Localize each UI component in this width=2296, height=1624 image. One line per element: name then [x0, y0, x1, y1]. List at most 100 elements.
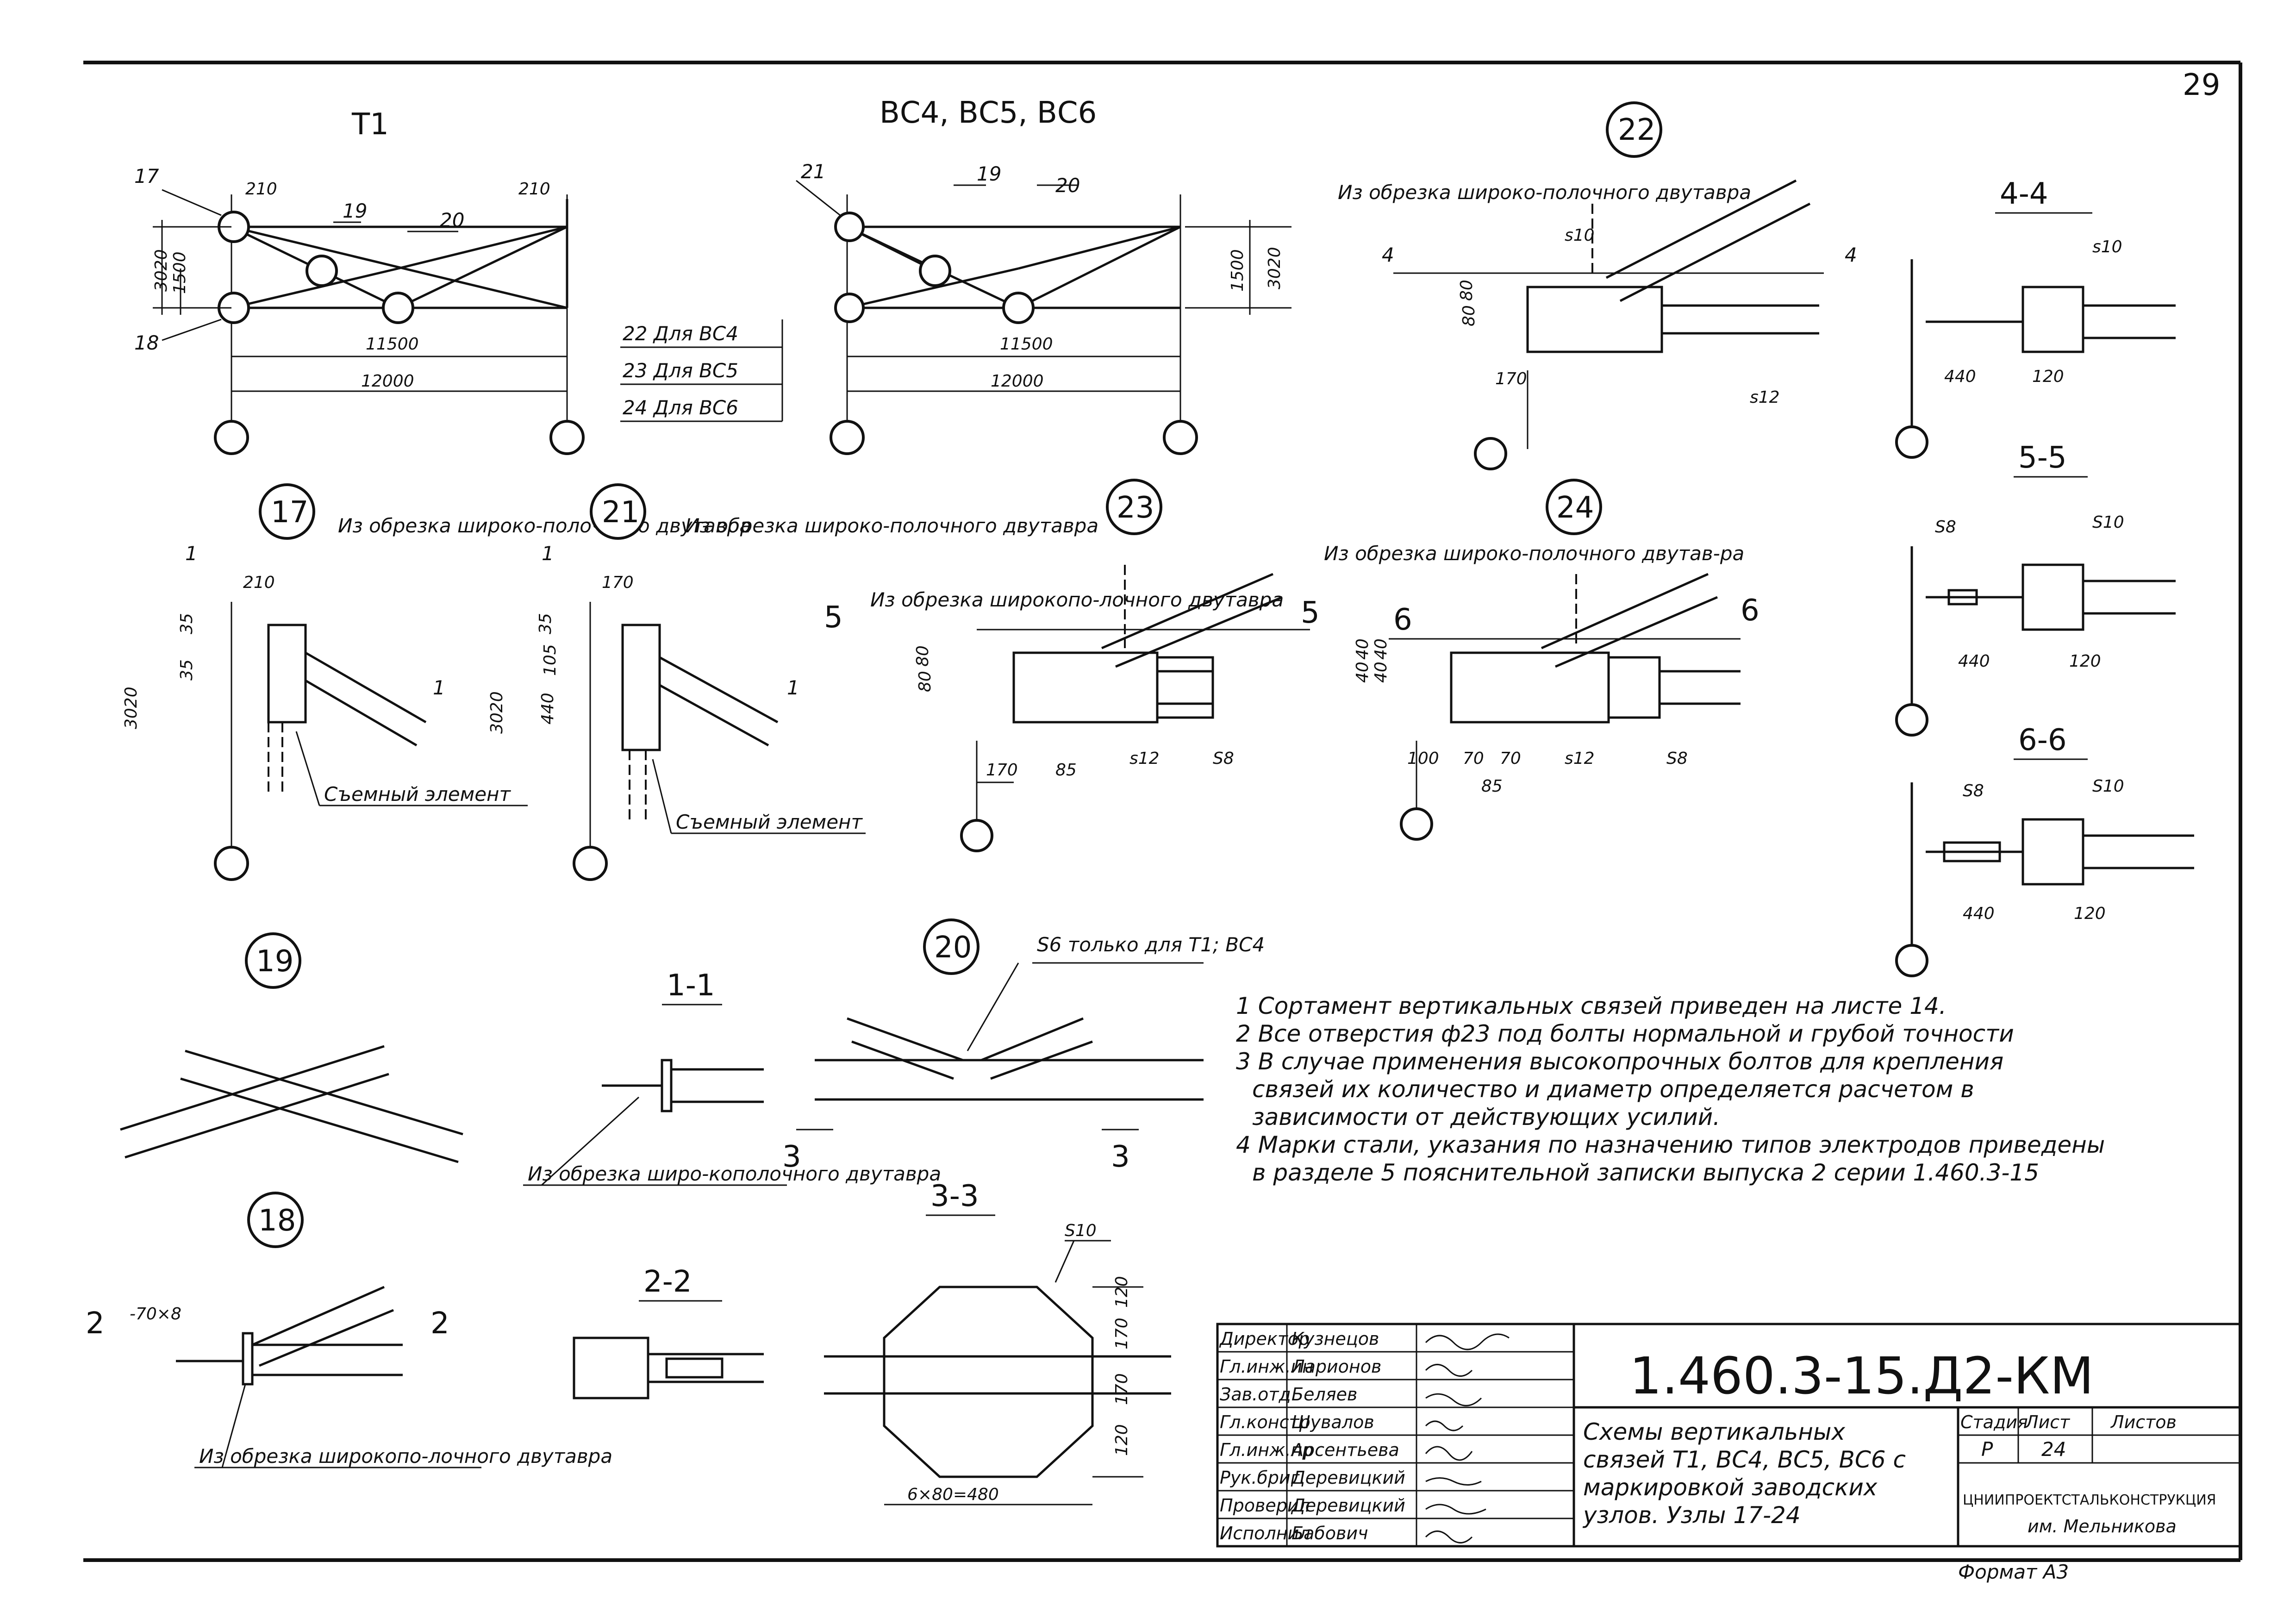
tb-name-7: Деревицкий	[1291, 1495, 1405, 1516]
scheme-t1: Т1 17 18 19 20 210 210 3020 1500 1	[134, 107, 585, 455]
t1-dim-right-top: 210	[518, 180, 550, 199]
node-20-sec-left: 3	[782, 1140, 801, 1174]
tb-name-6: Деревицкий	[1291, 1468, 1405, 1488]
section-3-3-title: 3-3	[930, 1179, 979, 1213]
vc-dim-total: 12000	[991, 372, 1044, 391]
node-17-removable: Съемный элемент	[324, 783, 512, 806]
sheet-frame: 29	[83, 61, 2242, 1562]
section-4-4: 4-4 s10 440 120	[1895, 177, 2176, 459]
t1-callout-17: 17	[134, 165, 159, 187]
section-6-6-weld-b: S10	[2092, 777, 2124, 796]
tb-name-3: Беляев	[1292, 1384, 1357, 1405]
tb-name-8: Бабович	[1292, 1523, 1368, 1543]
node-24-number: 24	[1556, 491, 1594, 525]
node-17-dim-a: 35	[177, 613, 196, 634]
node-21-sec-right: 1	[787, 676, 799, 699]
node-21-sec-left: 1	[542, 542, 554, 565]
section-3-3-dim-a: 120	[1112, 1276, 1131, 1308]
tb-role-1: Директор	[1219, 1329, 1310, 1349]
tb-description-3: маркировкой заводских	[1583, 1474, 1878, 1501]
section-3-3-dim-d: 120	[1112, 1424, 1131, 1456]
section-5-5-title: 5-5	[2018, 441, 2067, 475]
section-3-3-dim-b: 170	[1112, 1318, 1131, 1349]
node-22-number: 22	[1618, 113, 1655, 147]
t1-dim-height: 3020	[152, 249, 171, 292]
tb-sheet-value: 24	[2041, 1438, 2066, 1461]
node-19: 19	[120, 932, 463, 1163]
tb-role-6: Рук.бриг.	[1220, 1468, 1305, 1488]
note-line-7: в разделе 5 пояснительной записки выпуск…	[1252, 1159, 2039, 1186]
tb-stage-value: Р	[1981, 1438, 1993, 1461]
node-23-weld-a: s12	[1129, 749, 1160, 768]
node-17-number: 17	[271, 495, 308, 530]
section-1-1: 1-1 Из обрезка широ-кополочного двутавра	[523, 968, 941, 1186]
node-21-number: 21	[602, 495, 639, 530]
section-4-4-weld: s10	[2092, 237, 2122, 256]
node-24-dim-b: 40	[1353, 662, 1372, 683]
node-20-number: 20	[934, 931, 972, 965]
node-24-dim-c: 40	[1372, 638, 1391, 660]
section-6-6-weld-a: S8	[1963, 781, 1984, 800]
section-5-5: 5-5 S8 S10 440 120	[1895, 441, 2176, 737]
section-3-3-bottom-dim: 6×80=480	[907, 1485, 999, 1504]
node-24-dim-f: 70	[1463, 749, 1484, 768]
node-22-weld-top: s10	[1565, 226, 1595, 245]
node-18-number: 18	[258, 1204, 296, 1238]
t1-dim-inner: 11500	[366, 335, 419, 354]
node-22-dim-a: 80	[1460, 305, 1479, 326]
node-21-dim-d: 3020	[487, 691, 506, 734]
node-23-label: Из обрезка широкопо-лочного двутавра	[870, 588, 1284, 611]
t1-dim-total: 12000	[361, 372, 414, 391]
node-20: 20 S6 только для Т1; ВС4 3 3	[782, 918, 1265, 1174]
node-24-sec-right: 6	[1741, 593, 1759, 628]
tb-name-2: Ларионов	[1291, 1356, 1381, 1377]
node-18-sec-left: 2	[86, 1306, 105, 1341]
node-23-sec-left: 5	[824, 600, 843, 635]
vc-callout-19: 19	[977, 162, 1001, 185]
tb-role-5: Гл.инж.пр	[1220, 1440, 1313, 1460]
node-23-weld-b: S8	[1213, 749, 1234, 768]
node-21-label: Из обрезка широко-полочного двутавра	[685, 514, 1098, 537]
node-24-dim-e: 100	[1407, 749, 1439, 768]
node-18-label: Из обрезка широкопо-лочного двутавра	[199, 1445, 612, 1468]
node-23-dim-c: 170	[986, 761, 1018, 780]
section-3-3: 3-3 S10 120 170 170 120 6×80=480	[824, 1179, 1171, 1505]
note-line-3: 3 В случае применения высокопрочных болт…	[1236, 1048, 2003, 1075]
scheme-t1-title: Т1	[351, 107, 389, 142]
vc-dim-half: 1500	[1228, 249, 1247, 292]
node-21-dim-b: 105	[541, 644, 560, 676]
tb-sheet-header: Лист	[2024, 1412, 2071, 1432]
node-22-label: Из обрезка широко-полочного двутавра	[1338, 181, 1751, 204]
tb-name-4: Шувалов	[1292, 1412, 1374, 1432]
node-23-dim-d: 85	[1055, 761, 1077, 780]
general-notes: 1 Сортамент вертикальных связей приведен…	[1236, 993, 2105, 1186]
node-24-weld-b: S8	[1666, 749, 1688, 768]
node-23-number: 23	[1117, 491, 1154, 525]
node-17-sec-right: 1	[433, 676, 445, 699]
tb-organization-2: им. Мельникова	[2028, 1516, 2177, 1537]
node-24-dim-g: 70	[1500, 749, 1521, 768]
scheme-vc: ВС4, ВС5, ВС6 21 19 20 3020 1500 11500 1…	[620, 96, 1292, 455]
node-23-sec-right: 5	[1301, 596, 1320, 630]
node-17-dim-b: 35	[177, 659, 196, 681]
vc-callout-21: 21	[801, 160, 825, 183]
tb-drawing-code: 1.460.3-15.Д2-КМ	[1629, 1346, 2094, 1405]
node-23: 23 Из обрезка широкопо-лочного двутавра …	[824, 479, 1320, 852]
title-block: Директор Кузнецов Гл.инж.ин Ларионов Зав…	[1216, 1323, 2242, 1583]
section-4-4-dim-b: 120	[2032, 367, 2064, 386]
node-18-sec-right: 2	[430, 1306, 449, 1341]
node-24-dim-h: 85	[1481, 777, 1503, 796]
tb-role-8: Исполнил	[1220, 1523, 1310, 1543]
node-22-dim-c: 170	[1495, 369, 1527, 388]
section-5-5-dim-b: 120	[2069, 652, 2101, 671]
node-24-sec-left: 6	[1393, 603, 1412, 637]
node-21: 21 Из обрезка широко-полочного двутавра …	[487, 483, 1098, 881]
note-line-4: связей их количество и диаметр определяе…	[1252, 1076, 1974, 1103]
node-24-dim-d: 40	[1372, 662, 1391, 683]
note-line-2: 2 Все отверстия ф23 под болты нормальной…	[1236, 1020, 2014, 1047]
node-17: 17 Из обрезка широко-полочного двутавра …	[122, 483, 751, 881]
section-6-6-title: 6-6	[2018, 723, 2067, 757]
node-21-removable: Съемный элемент	[676, 811, 863, 833]
node-20-label: S6 только для Т1; ВС4	[1037, 933, 1265, 956]
